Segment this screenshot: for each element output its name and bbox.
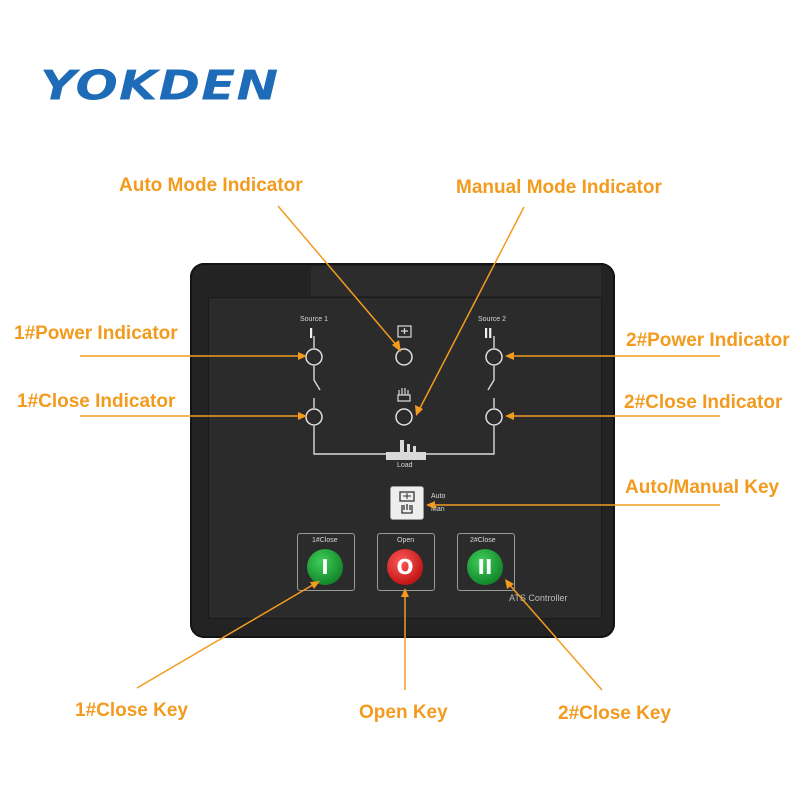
factory-icon: [386, 440, 426, 460]
close-key-2[interactable]: II: [467, 549, 503, 585]
callout-manual-mode-indicator: Manual Mode Indicator: [456, 177, 662, 198]
close-key-1[interactable]: I: [307, 549, 343, 585]
close-key-1-symbol: I: [321, 555, 329, 579]
source1-symbol: I: [309, 325, 314, 342]
key1-label: 1#Close: [312, 537, 338, 544]
close-indicator-2: [485, 408, 503, 426]
man-label: Man: [431, 506, 445, 513]
open-key-symbol: O: [396, 555, 414, 579]
manual-mode-indicator: [395, 408, 413, 426]
callout-close-indicator-2: 2#Close Indicator: [624, 392, 783, 413]
key2-label: 2#Close: [470, 537, 496, 544]
auto-manual-key[interactable]: [390, 486, 424, 520]
auto-mode-generator-icon: [397, 325, 412, 338]
close-key-2-symbol: II: [477, 555, 493, 579]
callout-open-key: Open Key: [359, 702, 448, 723]
source1-label: Source 1: [300, 316, 329, 323]
callout-close-key-2: 2#Close Key: [558, 703, 672, 724]
power-indicator-2: [485, 348, 503, 366]
hand-icon: [397, 388, 411, 402]
callout-close-indicator-1: 1#Close Indicator: [17, 391, 176, 412]
callout-power-indicator-1: 1#Power Indicator: [14, 323, 178, 344]
key1-frame: [297, 533, 355, 591]
source2-symbol: II: [484, 325, 493, 342]
callout-close-key-1: 1#Close Key: [75, 700, 189, 721]
callout-auto-manual-key: Auto/Manual Key: [625, 477, 780, 498]
load-label: Load: [397, 462, 413, 469]
panel-top-recess: [311, 266, 601, 296]
callout-power-indicator-2: 2#Power Indicator: [626, 330, 790, 351]
auto-mode-indicator: [395, 348, 413, 366]
source2-label: Source 2: [478, 316, 507, 323]
open-key[interactable]: O: [387, 549, 423, 585]
key2-frame: [457, 533, 515, 591]
ats-controller-label: ATS Controller: [509, 593, 568, 603]
callout-lines: [80, 205, 720, 691]
callout-arrowheads: [298, 340, 514, 597]
auto-manual-icon: [399, 491, 415, 514]
close-indicator-1: [305, 408, 323, 426]
yokden-logo: YOKDEN: [40, 62, 280, 110]
callout-auto-mode-indicator: Auto Mode Indicator: [119, 175, 303, 196]
open-label: Open: [397, 537, 415, 544]
power-indicator-1: [305, 348, 323, 366]
auto-label: Auto: [431, 493, 446, 500]
